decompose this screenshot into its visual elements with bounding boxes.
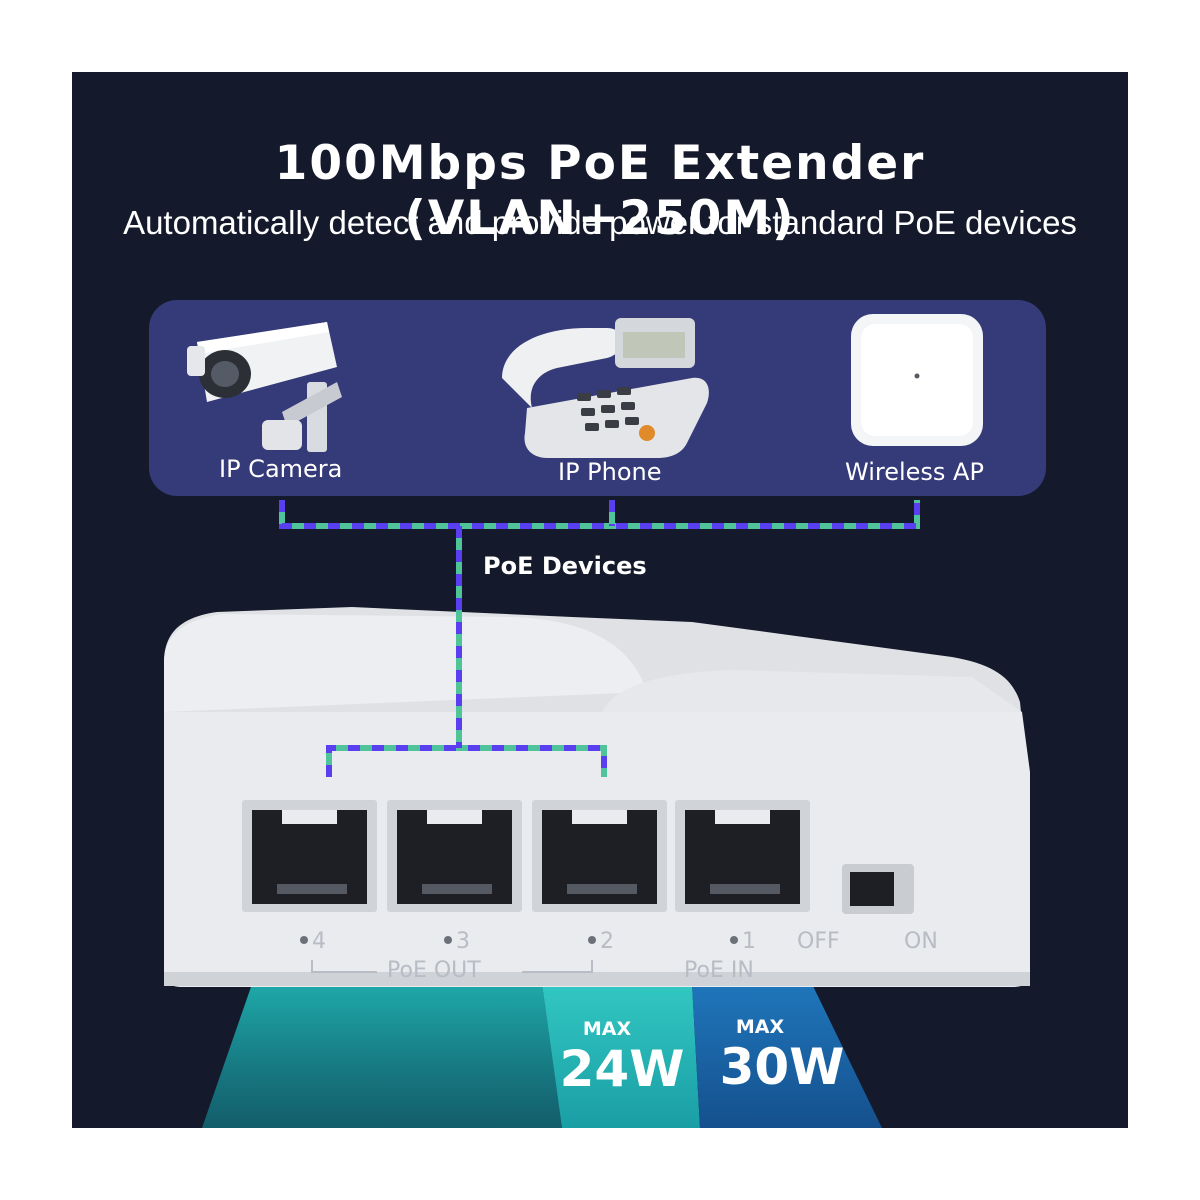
poe-out-beam-bright — [542, 984, 700, 1128]
wireless-ap-icon — [851, 314, 983, 446]
poe-devices-panel: IP Camera IP Phone Wireless AP — [149, 300, 1046, 496]
device-label-wireless-ap: Wireless AP — [845, 458, 984, 486]
power-switch[interactable] — [842, 864, 914, 914]
port-label-2: 2 — [600, 929, 614, 954]
switch-on-label: ON — [904, 929, 938, 954]
poe-in-power-value: 30W — [719, 1038, 845, 1096]
ip-camera-icon — [187, 322, 342, 452]
poe-out-max-label: MAX — [582, 1018, 632, 1040]
port-label-1: 1 — [742, 929, 756, 954]
port-1[interactable] — [675, 800, 810, 912]
poe-in-label: PoE IN — [684, 958, 754, 983]
port-label-4: 4 — [312, 929, 326, 954]
page-title: 100Mbps PoE Extender (VLAN+250M) — [274, 136, 926, 246]
poe-in-beam — [692, 984, 882, 1128]
port-4[interactable] — [242, 800, 377, 912]
product-panel: 4 3 2 1 OFF ON PoE OUT PoE IN 100Mbps Po… — [72, 72, 1128, 1128]
port-label-3: 3 — [456, 929, 470, 954]
port-2[interactable] — [532, 800, 667, 912]
port-3[interactable] — [387, 800, 522, 912]
page-subtitle: Automatically detect and provide power f… — [123, 204, 1077, 241]
ip-phone-icon — [502, 318, 709, 458]
poe-out-beam — [202, 984, 562, 1128]
poe-devices-label: PoE Devices — [483, 552, 647, 580]
poe-in-max-label: MAX — [735, 1016, 785, 1038]
switch-off-label: OFF — [797, 929, 840, 954]
device-label-ip-phone: IP Phone — [558, 458, 662, 486]
rj45-ports: 4 3 2 1 OFF ON PoE OUT PoE IN — [242, 800, 938, 983]
connection-lines — [279, 500, 920, 777]
device-label-ip-camera: IP Camera — [219, 455, 343, 483]
poe-out-power-value: 24W — [559, 1040, 685, 1098]
poe-out-label: PoE OUT — [387, 958, 481, 983]
power-beams — [202, 984, 882, 1128]
